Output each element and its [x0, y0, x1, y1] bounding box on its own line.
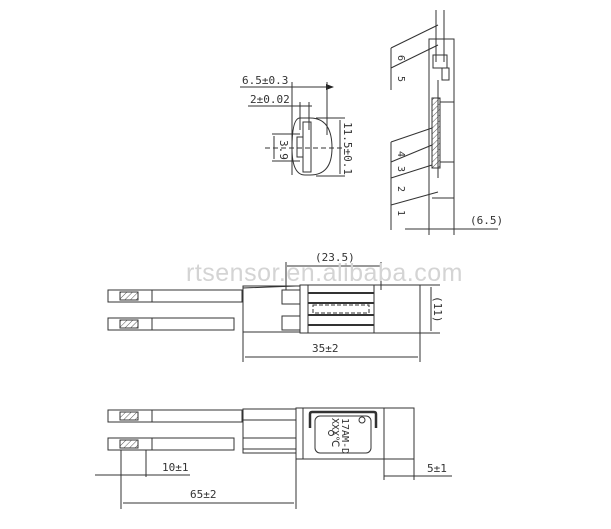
watermark: rtsensor.en.alibaba.com [186, 259, 463, 287]
part-label-4: 4 [395, 151, 406, 157]
dim-lead-length: 65±2 [190, 488, 217, 501]
dim-body-length: 35±2 [312, 342, 339, 355]
top-view [107, 262, 440, 362]
section-view [390, 10, 498, 235]
part-label-3: 3 [395, 166, 406, 172]
part-labels: 6 5 4 3 2 1 [395, 55, 406, 216]
marking-model: 17AM-D [339, 418, 350, 454]
part-label-5: 5 [395, 76, 406, 82]
part-label-1: 1 [395, 210, 406, 216]
dim-body-width: (11) [431, 296, 444, 323]
dim-width-total: 6.5±0.3 [242, 74, 288, 87]
marking-temperature: XXX℃ [329, 418, 340, 447]
end-view [240, 82, 345, 177]
part-label-6: 6 [395, 55, 406, 61]
part-label-2: 2 [395, 186, 406, 192]
dim-hole: 3.9 [277, 140, 290, 160]
dim-thickness: (6.5) [470, 214, 503, 227]
dim-strip: 10±1 [162, 461, 189, 474]
front-view [95, 407, 452, 509]
dim-tab: 5±1 [427, 462, 447, 475]
dim-height: 11.5±0.1 [341, 122, 354, 175]
dim-width-inner: 2±0.02 [250, 93, 290, 106]
dim-body-ref: (23.5) [315, 251, 355, 264]
